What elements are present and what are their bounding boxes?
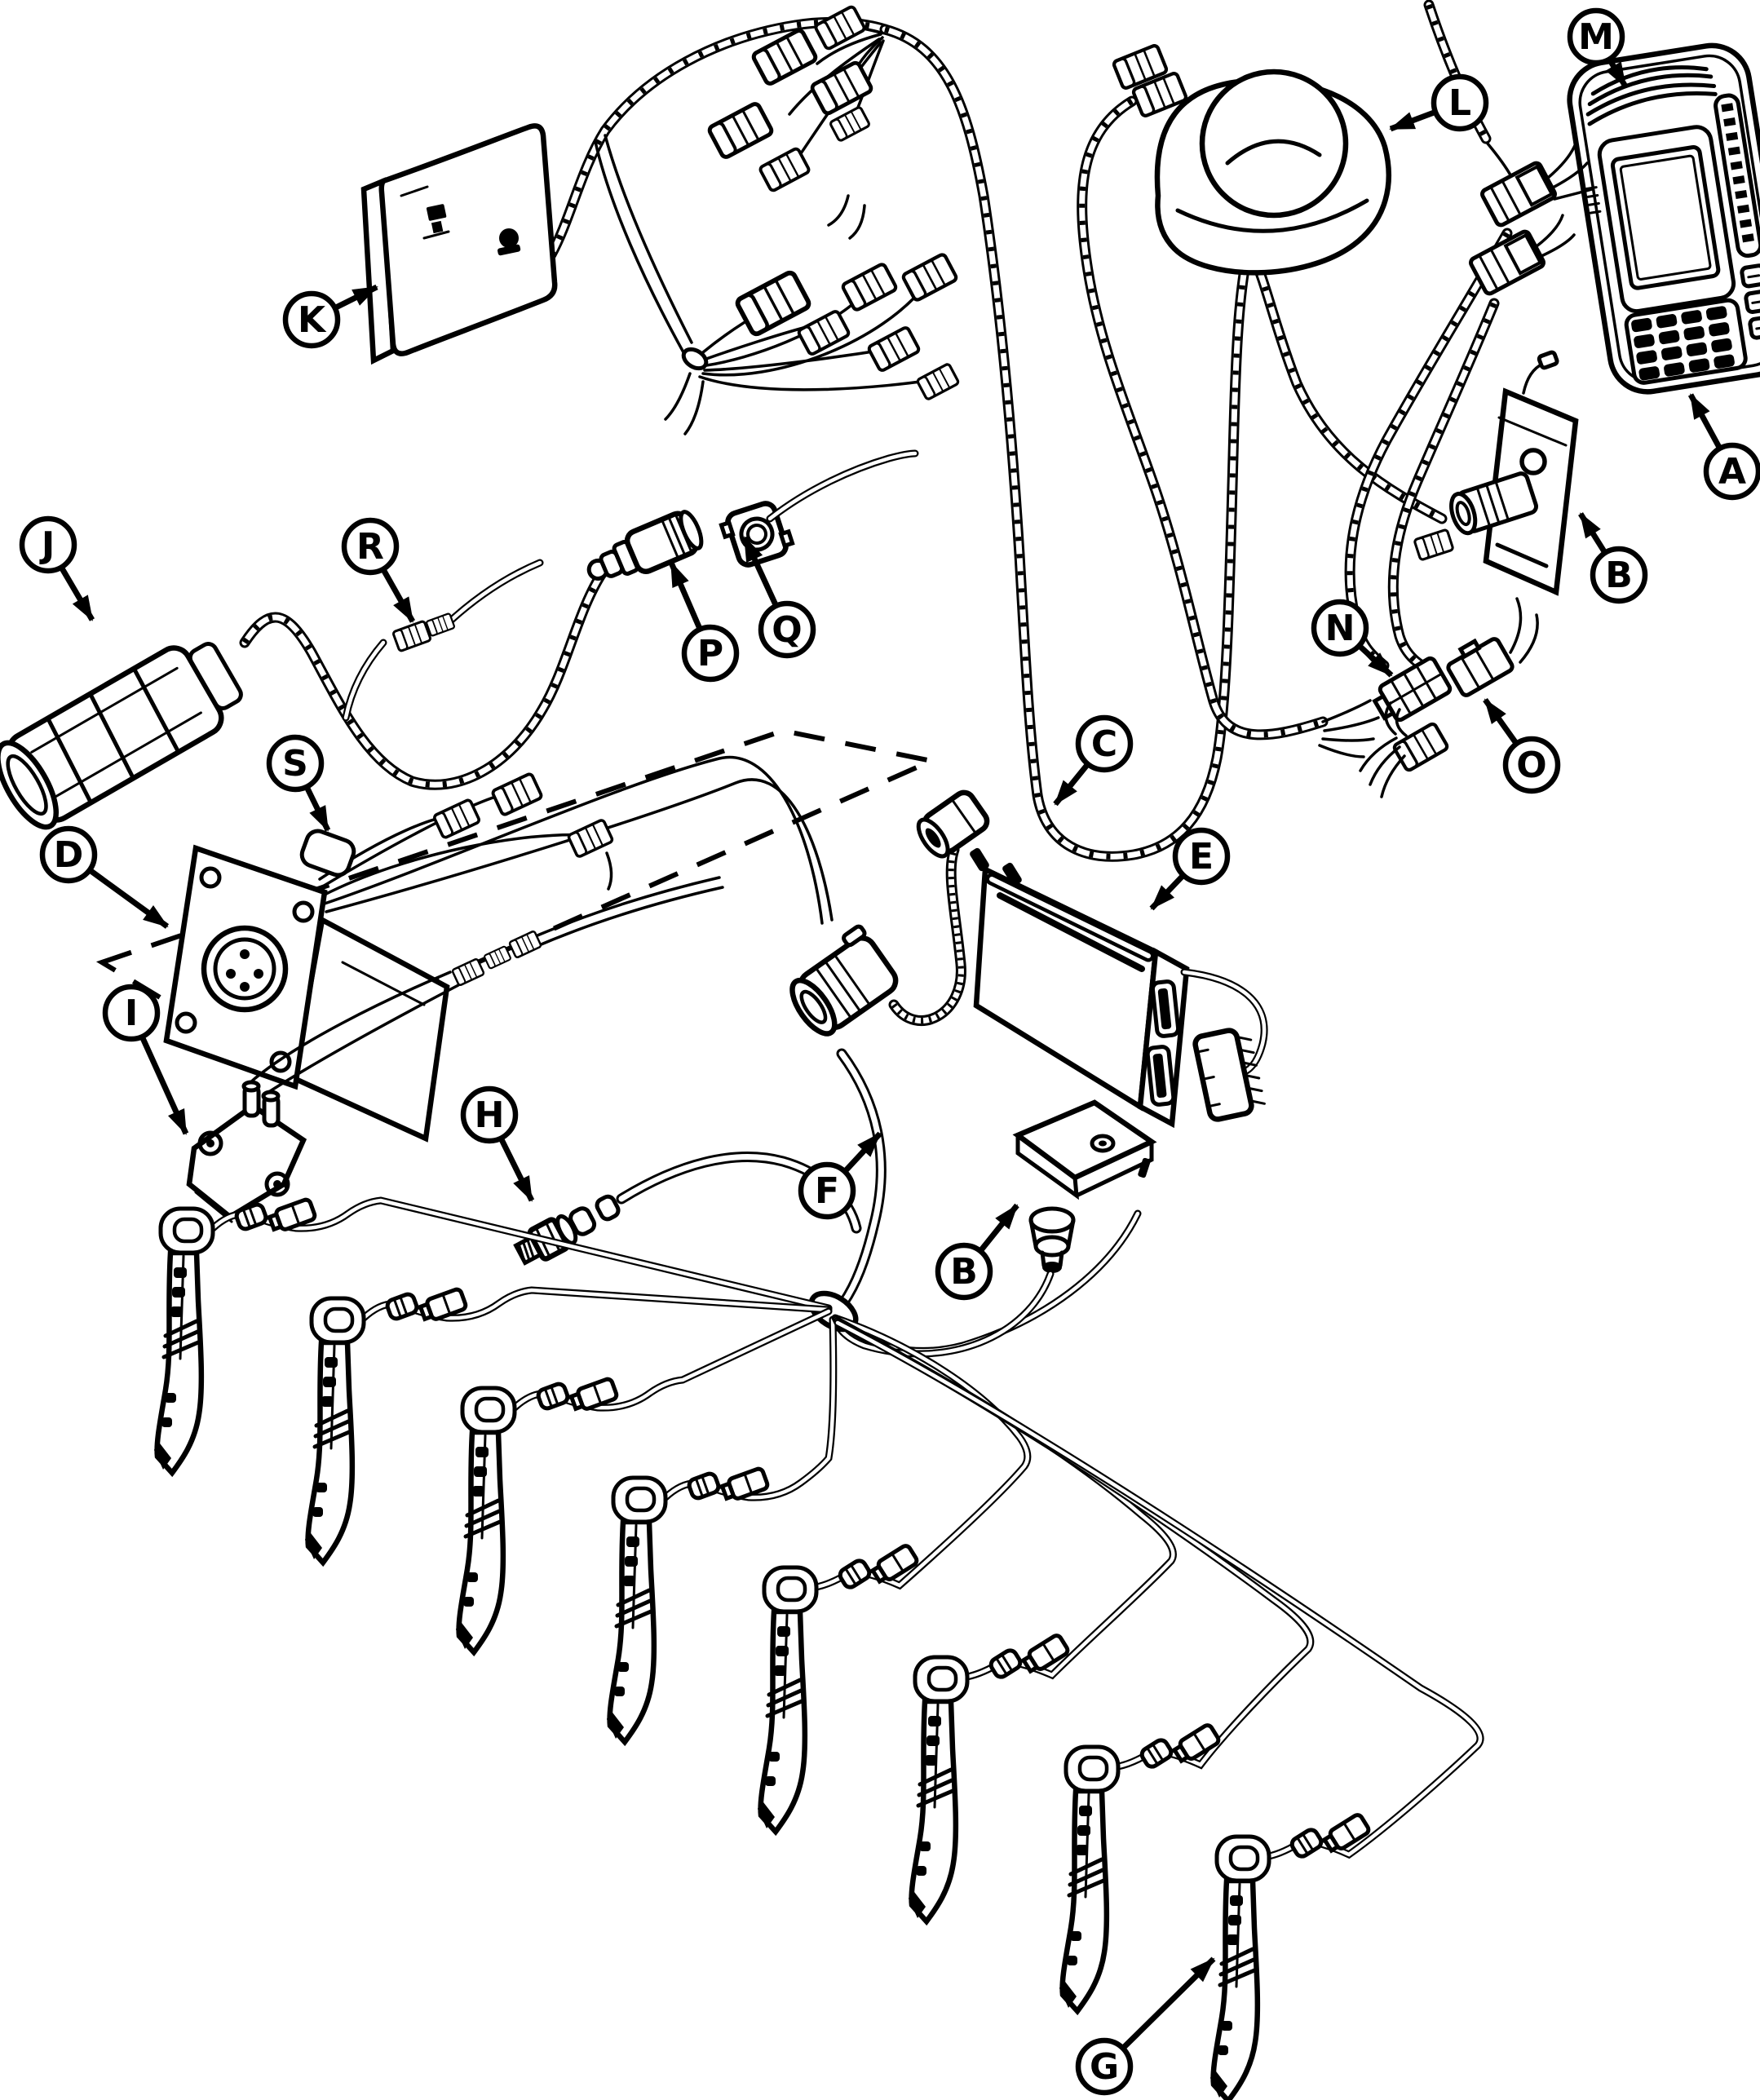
callout-b-mounting-bracket: B	[1578, 512, 1648, 604]
callout-a-display-monitor: A	[1687, 393, 1760, 501]
keypad	[1624, 298, 1748, 385]
monitor-screen	[1597, 125, 1736, 314]
callout-k-electronic-box: K	[282, 284, 378, 349]
svg-text:L: L	[1448, 82, 1471, 124]
callout-o-harness-connector-o: O	[1483, 697, 1561, 794]
svg-text:A: A	[1718, 451, 1746, 493]
callout-q-ring-receptacle: Q	[741, 536, 816, 659]
row-unit-seed-firmer	[456, 1388, 515, 1652]
callout-g-row-unit-seed-firmer: G	[1075, 1956, 1216, 2096]
callout-h-threaded-sensor: H	[460, 1085, 535, 1202]
svg-text:B: B	[1605, 555, 1633, 596]
radar-sensor	[0, 642, 243, 830]
flange-receptacle	[163, 829, 450, 1143]
row-unit-seed-firmer	[909, 1657, 967, 1921]
row-unit-seed-firmer	[1059, 1747, 1118, 2011]
speaker-grille-icon	[1585, 65, 1718, 126]
monitor-connectors	[1469, 142, 1594, 296]
bracket-barrel-connector	[1449, 471, 1538, 536]
two-pin-sensor	[186, 876, 724, 1223]
svg-text:R: R	[356, 526, 384, 568]
callout-p-barrel-connector: P	[668, 561, 740, 683]
callout-f-harness-branch: F	[798, 1131, 882, 1220]
lower-connector-cluster	[594, 134, 961, 435]
module-connector-slots	[1145, 979, 1181, 1107]
box-icon-1	[422, 204, 450, 240]
row-unit-seed-firmer	[1210, 1837, 1269, 2100]
box-icon-2	[497, 228, 521, 256]
sensor-pins	[241, 1080, 281, 1128]
callout-c-harness-loop: C	[1053, 714, 1134, 807]
svg-text:M: M	[1578, 16, 1614, 58]
svg-text:S: S	[282, 743, 308, 785]
dome-module	[1113, 45, 1391, 276]
display-monitor	[1567, 42, 1760, 395]
callout-d-flange-receptacle: D	[39, 825, 170, 929]
ring-receptacle	[719, 453, 915, 568]
svg-text:P: P	[697, 633, 723, 674]
svg-text:O: O	[1516, 745, 1546, 786]
callout-e-control-module: E	[1149, 827, 1231, 911]
callout-s-pigtail-wires: S	[266, 734, 331, 832]
callout-b-junction-box: B	[935, 1203, 1019, 1301]
svg-text:K: K	[298, 299, 327, 341]
svg-text:G: G	[1090, 2046, 1119, 2088]
callout-l-dome-module: L	[1389, 73, 1489, 132]
control-module	[840, 847, 1268, 1351]
harness-connector-o	[1446, 637, 1515, 697]
row-unit-seed-firmer	[607, 1478, 666, 1742]
callout-i-two-pin-sensor: I	[102, 984, 189, 1135]
harness-frayed-wires	[1318, 597, 1539, 758]
svg-text:F: F	[815, 1170, 839, 1212]
svg-text:D: D	[54, 834, 84, 876]
barrel-connector	[586, 510, 704, 581]
callout-j-radar-sensor: J	[19, 515, 95, 621]
svg-text:N: N	[1325, 608, 1355, 649]
installation-plane-dashed	[95, 727, 940, 1062]
row-unit-seed-firmer	[758, 1567, 816, 1832]
inline-connector	[342, 559, 544, 722]
callout-m-display-monitor-top: M	[1567, 7, 1629, 88]
upper-connector-cluster	[708, 4, 885, 240]
row-units	[154, 1187, 1370, 2100]
svg-text:B: B	[950, 1251, 978, 1293]
callout-r-inline-connector: R	[341, 517, 416, 623]
svg-text:E: E	[1189, 836, 1214, 878]
svg-text:J: J	[39, 524, 55, 566]
svg-text:C: C	[1091, 723, 1117, 765]
junction-box-plug	[1028, 1206, 1076, 1273]
mounting-bracket	[1413, 350, 1579, 596]
module-plug	[1192, 1028, 1266, 1122]
led-bar-column	[1714, 93, 1760, 259]
pigtail-wires	[318, 755, 834, 925]
threaded-sensor	[513, 1194, 621, 1266]
svg-text:H: H	[475, 1094, 505, 1136]
round-connector-with-cap	[789, 789, 990, 1037]
row-unit-seed-firmer	[305, 1298, 364, 1563]
side-buttons	[1740, 263, 1760, 340]
svg-text:I: I	[125, 993, 138, 1034]
harness-connector-lower	[1359, 701, 1448, 798]
electronic-box	[360, 123, 558, 365]
callout-n-harness-connector-n: N	[1311, 599, 1394, 678]
svg-text:Q: Q	[772, 609, 802, 651]
callouts-layer: A M L B N O C E B F G H I J K R P Q S D	[19, 7, 1760, 2096]
junction-box	[834, 1099, 1157, 1354]
row-unit-seed-firmer	[154, 1209, 213, 1473]
